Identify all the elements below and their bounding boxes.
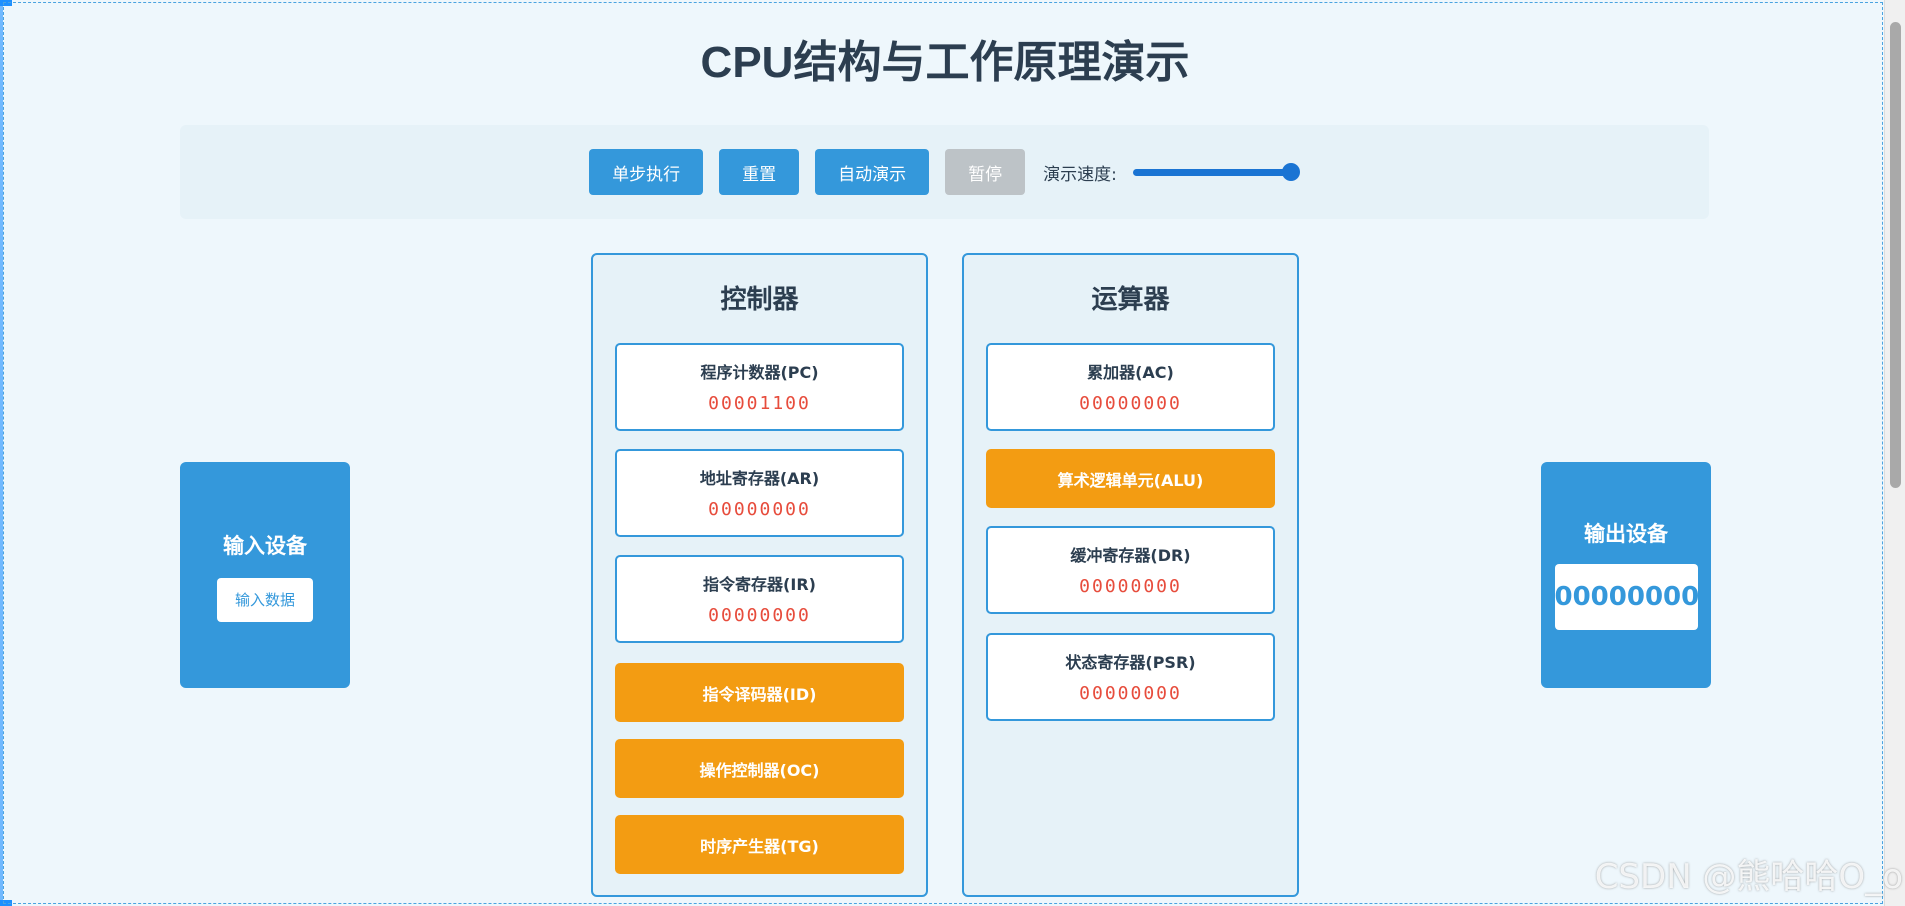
register-name: 程序计数器(PC) xyxy=(700,363,819,382)
operation-controller-unit: 操作控制器(OC) xyxy=(615,739,904,798)
register-value: 00000000 xyxy=(1079,683,1182,704)
speed-label: 演示速度: xyxy=(1043,164,1117,185)
controller-panel: 控制器 程序计数器(PC) 00001100 地址寄存器(AR) 0000000… xyxy=(591,253,928,897)
register-name: 状态寄存器(PSR) xyxy=(1065,653,1196,672)
speed-slider-thumb[interactable] xyxy=(1281,163,1300,181)
register-value: 00001100 xyxy=(708,393,811,414)
alu-unit: 算术逻辑单元(ALU) xyxy=(986,449,1275,508)
register-dr: 缓冲寄存器(DR) 00000000 xyxy=(986,526,1275,614)
register-name: 累加器(AC) xyxy=(1087,363,1174,382)
register-value: 00000000 xyxy=(708,499,811,520)
page-title: CPU结构与工作原理演示 xyxy=(700,38,1190,87)
scrollbar-thumb[interactable] xyxy=(1890,22,1901,488)
step-button[interactable]: 单步执行 xyxy=(589,149,704,195)
instruction-decoder-unit: 指令译码器(ID) xyxy=(615,663,904,722)
register-value: 00000000 xyxy=(708,605,811,626)
register-psr: 状态寄存器(PSR) 00000000 xyxy=(986,633,1275,721)
register-name: 指令寄存器(IR) xyxy=(703,575,816,594)
window-corner-handle xyxy=(0,0,12,6)
vertical-scrollbar[interactable] xyxy=(1884,0,1905,906)
input-device-title: 输入设备 xyxy=(223,534,307,558)
input-device-panel: 输入设备 输入数据 xyxy=(180,462,350,688)
register-value: 00000000 xyxy=(1079,393,1182,414)
register-pc: 程序计数器(PC) 00001100 xyxy=(615,343,904,431)
reset-button[interactable]: 重置 xyxy=(719,149,800,195)
pause-button[interactable]: 暂停 xyxy=(945,149,1026,195)
control-bar: 单步执行 重置 自动演示 暂停 演示速度: xyxy=(180,125,1709,219)
page-frame xyxy=(3,2,1883,904)
register-value: 00000000 xyxy=(1079,576,1182,597)
alu-panel-title: 运算器 xyxy=(1091,285,1170,315)
auto-demo-button[interactable]: 自动演示 xyxy=(815,149,930,195)
window-left-edge xyxy=(0,0,3,906)
register-name: 地址寄存器(AR) xyxy=(699,469,820,488)
register-ac: 累加器(AC) 00000000 xyxy=(986,343,1275,431)
watermark: CSDN @熊哈哈O_o xyxy=(1594,857,1903,897)
output-device-title: 输出设备 xyxy=(1584,522,1668,546)
output-value: 00000000 xyxy=(1554,564,1699,630)
output-device-panel: 输出设备 00000000 xyxy=(1541,462,1711,688)
timing-generator-unit: 时序产生器(TG) xyxy=(615,815,904,874)
register-ar: 地址寄存器(AR) 00000000 xyxy=(615,449,904,537)
input-data-button[interactable]: 输入数据 xyxy=(217,578,313,622)
register-ir: 指令寄存器(IR) 00000000 xyxy=(615,555,904,643)
speed-slider-track xyxy=(1132,169,1294,176)
register-name: 缓冲寄存器(DR) xyxy=(1070,546,1191,565)
alu-panel: 运算器 累加器(AC) 00000000 算术逻辑单元(ALU) 缓冲寄存器(D… xyxy=(962,253,1299,897)
speed-slider[interactable] xyxy=(1132,162,1300,182)
controller-title: 控制器 xyxy=(720,285,799,315)
